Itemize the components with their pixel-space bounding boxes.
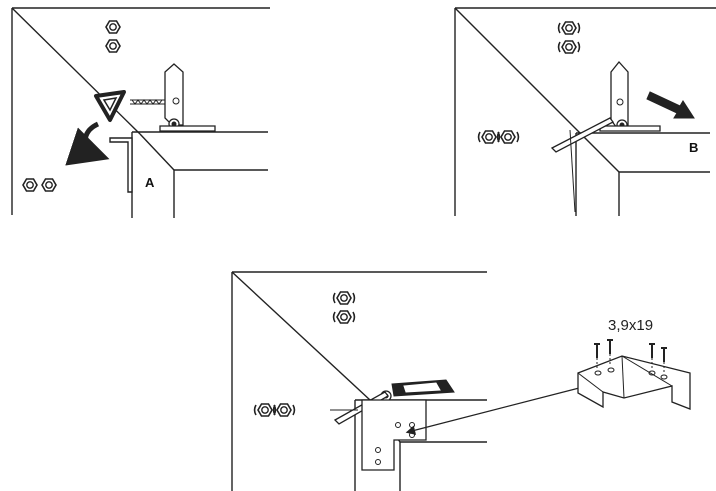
label-a: A (145, 175, 155, 190)
rotate-nut-icon (479, 131, 519, 143)
hinge-bracket-icon (550, 60, 661, 213)
label-b: B (689, 140, 698, 155)
allen-key-icon (94, 90, 133, 193)
pointer-line (405, 386, 584, 435)
panel-top-left: A (11, 7, 270, 218)
corner-plate-icon (577, 355, 691, 410)
corner-plate-icon (361, 399, 427, 471)
rotate-nut-icon (334, 292, 355, 323)
rotate-nut-icon (255, 404, 295, 416)
frame-lines (231, 271, 487, 491)
pull-arrow-icon (646, 91, 695, 119)
hinge-bracket-icon (130, 63, 216, 132)
panel-top-right: B (454, 7, 716, 216)
adjust-nut-icon (22, 178, 57, 192)
rotate-nut-icon (559, 22, 580, 53)
frame-lines (454, 7, 716, 216)
screw-spec-label: 3,9x19 (608, 317, 653, 334)
rotate-arrow-icon (65, 121, 110, 166)
adjust-nut-icon (105, 20, 121, 53)
panel-bottom: 3,9x19 (231, 271, 691, 491)
